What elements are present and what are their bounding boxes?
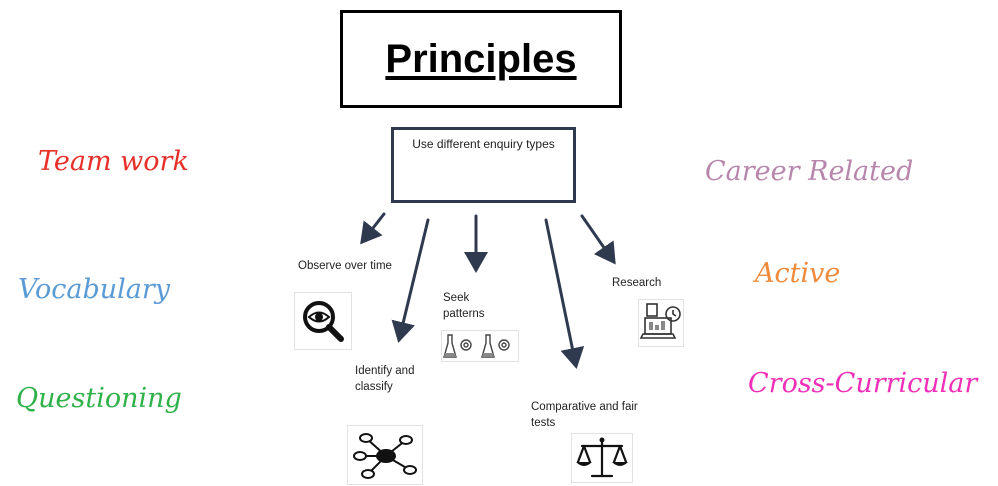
label-comparative-fair-tests: Comparative and fair tests: [531, 401, 638, 429]
arrow-comparative: [544, 218, 585, 369]
balance-scale-icon: [571, 433, 633, 483]
center-box: Use different enquiry types: [391, 127, 576, 203]
skill-active: Active: [755, 258, 841, 289]
page-title: Principles: [385, 36, 577, 81]
network-nodes-icon: [347, 425, 423, 485]
skill-vocabulary: Vocabulary: [18, 274, 171, 305]
laptop-research-icon: [638, 299, 684, 347]
arrow-research: [580, 214, 616, 265]
label-observe-over-time: Observe over time: [298, 260, 392, 272]
label-research: Research: [612, 277, 662, 289]
arrow-observe: [360, 212, 386, 245]
skill-cross-curricular: Cross-Curricular: [748, 368, 978, 399]
magnifier-eye-icon: [294, 292, 352, 350]
label-seek-patterns: Seek patterns: [443, 292, 485, 320]
arrow-identify: [391, 218, 430, 343]
skill-questioning: Questioning: [16, 383, 182, 414]
flask-gear-icon: [441, 330, 519, 362]
center-text: Use different enquiry types: [412, 137, 555, 151]
label-identify-classify: Identify and classify: [355, 365, 415, 393]
title-box: Principles: [340, 10, 622, 108]
skill-team-work: Team work: [38, 146, 189, 177]
skill-career-related: Career Related: [705, 156, 914, 187]
